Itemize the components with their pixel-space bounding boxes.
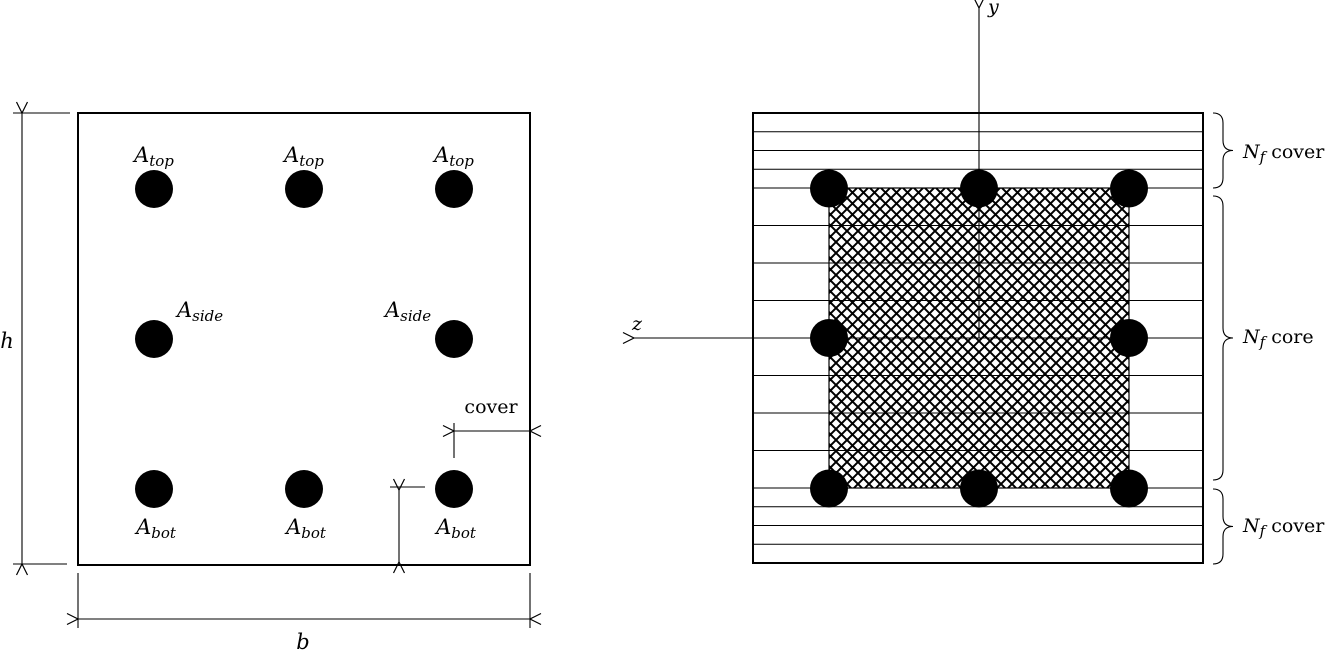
rebar-top-left: [810, 169, 848, 208]
rebar-top-right: [435, 170, 473, 208]
rebar-bot-right: [1110, 469, 1148, 508]
label-a-bot-2: Abot: [284, 515, 327, 542]
rebars-left-diagram: [135, 170, 473, 508]
dimension-b: b: [66, 573, 542, 650]
label-a-top-2: Atop: [282, 143, 324, 170]
label-a-top-3: Atop: [432, 143, 474, 170]
label-a-top-1: Atop: [132, 143, 174, 170]
brace-cover-bottom: [1212, 488, 1234, 565]
dimension-cover-horizontal: cover: [442, 396, 542, 458]
label-a-side-right: Aside: [383, 298, 431, 325]
rebar-top-mid: [960, 169, 998, 208]
label-a-bot-1: Abot: [134, 515, 177, 542]
dim-label-h: h: [0, 329, 14, 353]
rebar-side-right: [1110, 319, 1148, 357]
dimension-cover-vertical: [390, 478, 425, 574]
axis-z: z: [622, 313, 835, 345]
brace-cover-top: [1212, 112, 1234, 189]
rebar-side-right: [435, 320, 473, 358]
label-a-bot-3: Abot: [434, 515, 477, 542]
rebar-bot-left: [135, 470, 173, 508]
rebar-side-left: [810, 319, 848, 357]
dim-label-cover: cover: [464, 396, 518, 418]
rebar-bot-right: [435, 470, 473, 508]
rebar-top-right: [1110, 169, 1148, 208]
rebars-right-diagram: [810, 169, 1148, 508]
rebar-layout-diagram: h b cover: [0, 101, 542, 650]
dimension-h: h: [0, 101, 70, 576]
rebar-bot-mid: [285, 470, 323, 508]
axis-y-label: y: [987, 0, 999, 18]
rebar-side-left: [135, 320, 173, 358]
rebar-top-left: [135, 170, 173, 208]
axis-z-label: z: [631, 313, 643, 335]
rebar-bot-mid: [960, 469, 998, 508]
brace-core: [1212, 195, 1234, 481]
rebar-top-mid: [285, 170, 323, 208]
label-a-side-left: Aside: [175, 298, 223, 325]
dim-label-b: b: [296, 630, 309, 650]
concrete-section-outline: [77, 112, 531, 566]
rebar-bot-left: [810, 469, 848, 508]
